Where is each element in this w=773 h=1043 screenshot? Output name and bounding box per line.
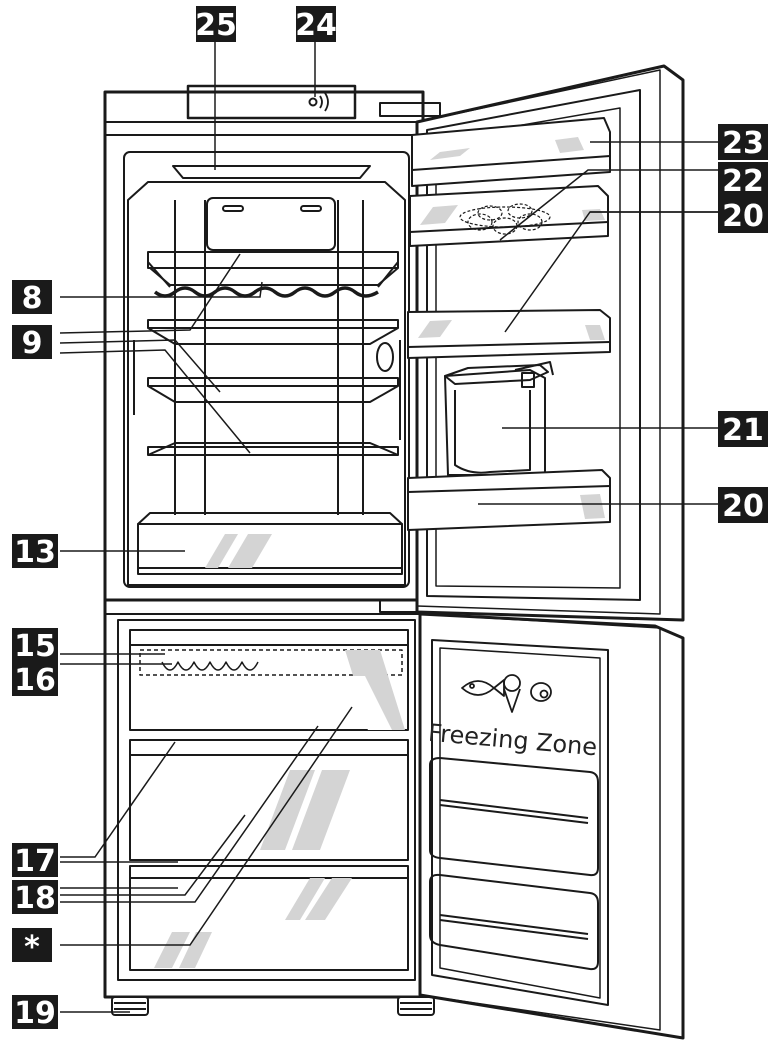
egg-icon [530,682,552,702]
badge-18: 18 [12,880,58,916]
badge-24: 24 [295,6,337,43]
door-bin-top [411,117,611,187]
badge-15-text: 15 [14,629,56,664]
leader-18c [60,725,319,903]
badge-24-text: 24 [295,8,337,43]
badge-9-text: 9 [22,326,43,361]
leader-17a [60,741,176,858]
freezer-drawer-middle [129,739,409,861]
badge-16-text: 16 [14,663,56,698]
wine-rack [147,251,399,298]
leader-8 [60,281,263,298]
badge-25-text: 25 [195,8,237,43]
leader-20a-b [504,211,718,333]
badge-star: * [12,928,52,965]
top-display-panel [186,84,357,120]
temperature-knob [376,342,394,372]
leveling-feet [111,996,435,1016]
leader-18a [60,814,246,896]
leader-22 [499,169,718,241]
badge-18-text: 18 [14,881,56,916]
badge-star-text: * [24,930,40,965]
badge-17-text: 17 [14,844,56,879]
badge-25: 25 [195,6,237,43]
sound-icon [308,92,329,112]
badge-8-text: 8 [22,281,43,316]
badge-15: 15 [12,628,58,664]
leader-9c [59,349,251,454]
badge-13: 13 [12,534,58,570]
leader-lines [59,42,718,1013]
badge-20b-text: 20 [722,489,764,524]
badge-22: 22 [718,162,768,199]
door-bin-middle [407,309,611,359]
badge-23-text: 23 [722,126,764,161]
badge-20b: 20 [718,487,768,524]
badge-13-text: 13 [14,535,56,570]
badge-20a: 20 [718,197,768,234]
freezer-door [418,612,685,1040]
ice-tray [161,661,259,671]
badge-19: 19 [12,995,58,1031]
fridge-compartment [123,151,410,588]
fish-icon [461,679,505,697]
freezer-compartment [117,619,416,981]
leader-9a [59,253,241,334]
leader-star [60,706,353,946]
badge-19-text: 19 [14,996,56,1031]
door-bin-bottom [407,469,611,531]
badge-20a-text: 20 [722,199,764,234]
water-tank [444,361,554,476]
fan-cover [206,197,336,251]
badge-22-text: 22 [722,164,764,199]
leader-9b [59,339,221,393]
fridge-shelf-2 [147,377,399,403]
ice-cream-icon [503,674,521,713]
freezer-drawer-top [129,629,409,731]
badge-17: 17 [12,843,58,879]
freezer-door-bin-lower [429,873,599,971]
badge-23: 23 [718,124,768,161]
badge-9: 9 [12,325,52,361]
badge-8: 8 [12,280,52,316]
fridge-shelf-1 [147,319,399,345]
freezer-drawer-bottom [129,865,409,971]
egg-tray [459,203,551,235]
badge-21-text: 21 [722,413,764,448]
freezer-door-bin-upper [429,757,599,877]
fridge-shelf-3 [147,442,399,456]
badge-16: 16 [12,662,58,698]
badge-21: 21 [718,411,768,448]
vegetable-drawer [137,512,403,575]
door-bin-egg [409,185,609,247]
led-lamp [172,165,371,179]
